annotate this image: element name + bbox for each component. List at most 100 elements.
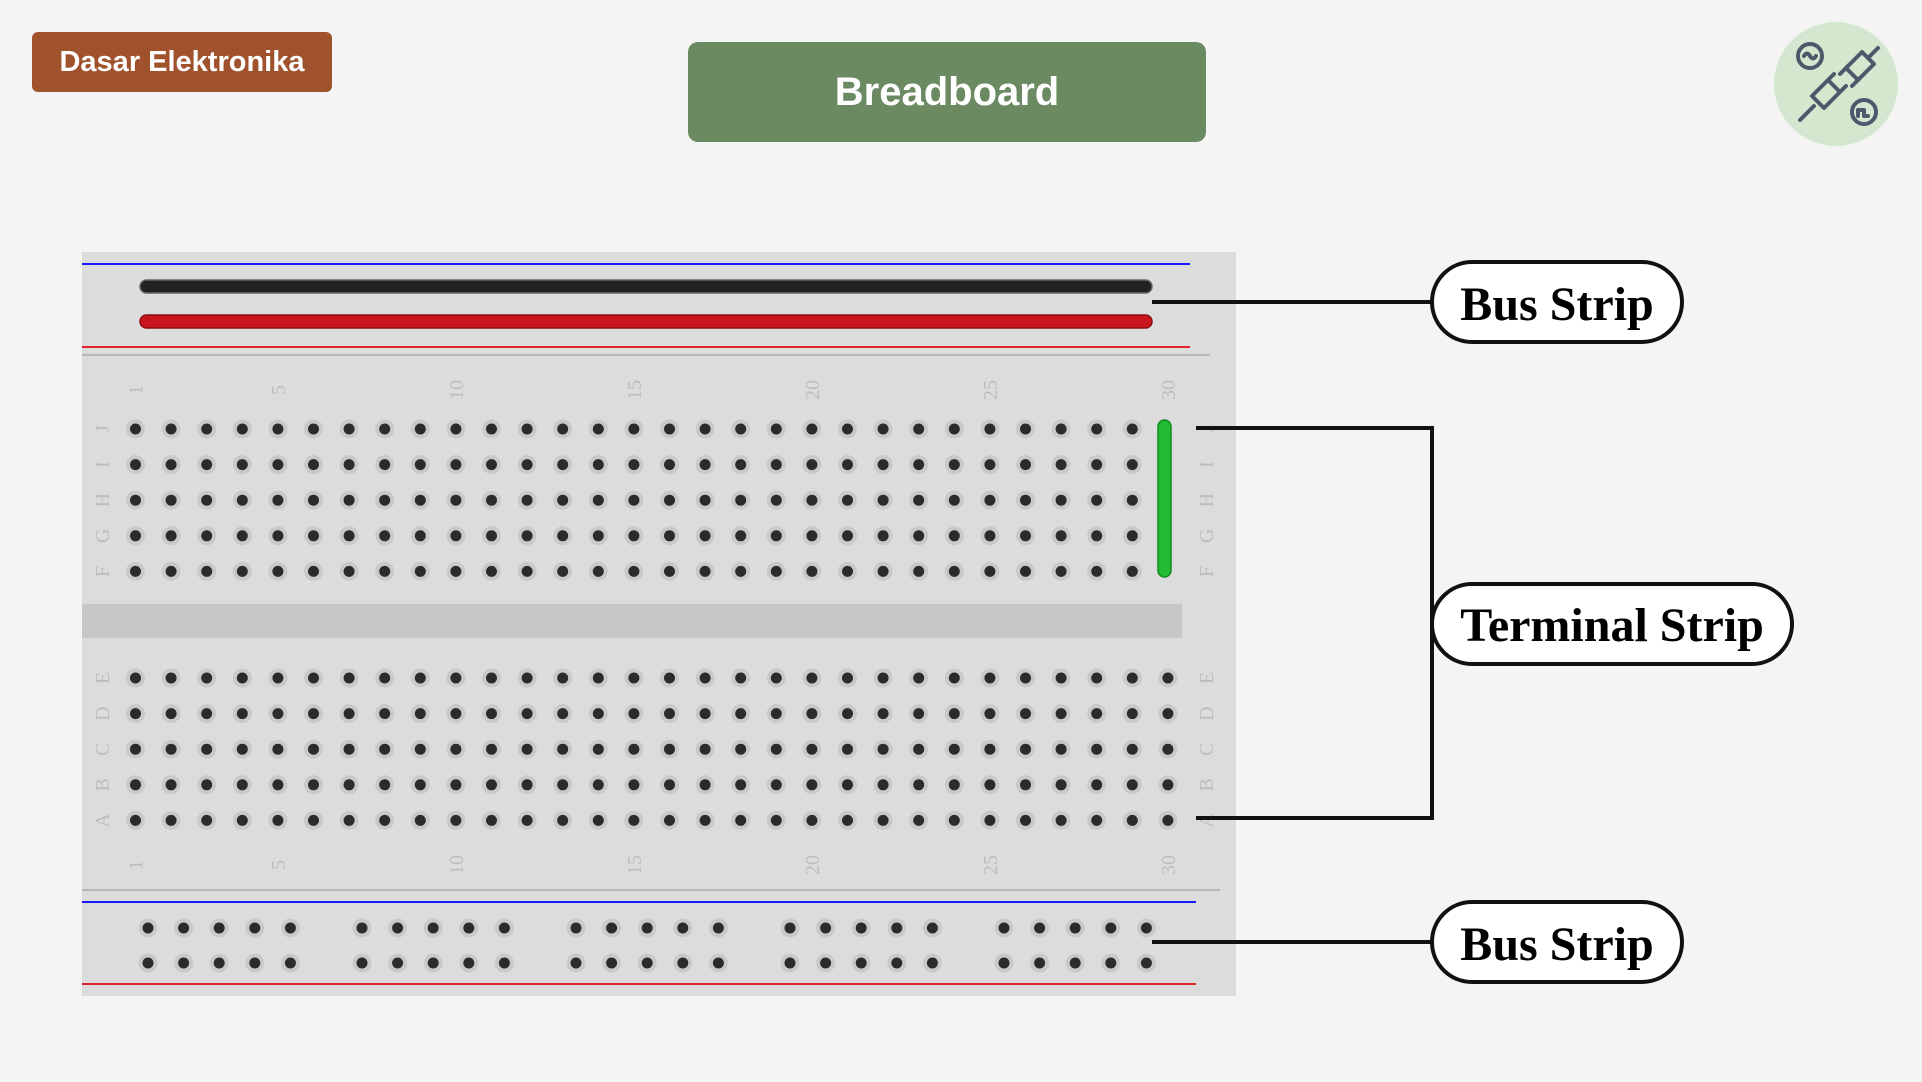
terminal-hole-F28 bbox=[1087, 561, 1107, 581]
terminal-hole-F14 bbox=[588, 561, 608, 581]
bus-hole bbox=[1065, 953, 1085, 973]
terminal-label-pill bbox=[1430, 582, 1794, 666]
terminal-hole-G15 bbox=[624, 526, 644, 546]
terminal-hole-E1 bbox=[126, 668, 145, 688]
terminal-hole-C16 bbox=[660, 739, 679, 759]
terminal-hole-D1 bbox=[126, 704, 145, 724]
terminal-hole-G28 bbox=[1087, 526, 1107, 546]
terminal-hole-A1 bbox=[126, 810, 145, 830]
terminal-hole-G11 bbox=[482, 526, 501, 546]
terminal-hole-I18 bbox=[731, 455, 751, 475]
terminal-hole-D3 bbox=[197, 704, 217, 724]
terminal-hole-A13 bbox=[553, 810, 573, 830]
column-30-highlight bbox=[1157, 419, 1172, 578]
terminal-hole-E23 bbox=[909, 668, 929, 688]
terminal-hole-I2 bbox=[161, 455, 181, 475]
bus-hole bbox=[708, 953, 728, 973]
terminal-hole-J19 bbox=[766, 419, 786, 439]
terminal-hole-H10 bbox=[446, 490, 466, 510]
terminal-hole-H7 bbox=[339, 490, 359, 510]
terminal-hole-B6 bbox=[304, 775, 323, 795]
bus-hole bbox=[994, 953, 1014, 973]
terminal-hole-J5 bbox=[268, 419, 288, 439]
terminal-hole-F3 bbox=[197, 561, 217, 581]
terminal-hole-H28 bbox=[1087, 490, 1107, 510]
bus-hole bbox=[423, 918, 443, 938]
terminal-hole-F16 bbox=[660, 561, 679, 581]
terminal-hole-F12 bbox=[517, 561, 537, 581]
terminal-hole-C22 bbox=[873, 739, 893, 759]
terminal-hole-C7 bbox=[339, 739, 359, 759]
terminal-hole-C6 bbox=[304, 739, 323, 759]
terminal-hole-F5 bbox=[268, 561, 288, 581]
terminal-hole-A29 bbox=[1122, 810, 1142, 830]
terminal-hole-E28 bbox=[1087, 668, 1107, 688]
terminal-hole-C29 bbox=[1122, 739, 1142, 759]
bus-hole bbox=[388, 953, 408, 973]
terminal-hole-G22 bbox=[873, 526, 893, 546]
terminal-hole-A14 bbox=[588, 810, 608, 830]
terminal-hole-A5 bbox=[268, 810, 288, 830]
terminal-hole-I3 bbox=[197, 455, 217, 475]
terminal-hole-G7 bbox=[339, 526, 359, 546]
terminal-hole-H11 bbox=[482, 490, 501, 510]
terminal-hole-F13 bbox=[553, 561, 573, 581]
terminal-hole-D12 bbox=[517, 704, 537, 724]
terminal-hole-D6 bbox=[304, 704, 323, 724]
terminal-hole-F29 bbox=[1122, 561, 1142, 581]
bus-hole bbox=[245, 953, 265, 973]
terminal-hole-E27 bbox=[1051, 668, 1071, 688]
terminal-hole-E8 bbox=[375, 668, 395, 688]
bus-hole bbox=[637, 918, 657, 938]
center-channel bbox=[82, 604, 1182, 638]
terminal-hole-H27 bbox=[1051, 490, 1071, 510]
terminal-hole-I13 bbox=[553, 455, 573, 475]
terminal-hole-A9 bbox=[410, 810, 430, 830]
terminal-hole-F7 bbox=[339, 561, 359, 581]
terminal-hole-B26 bbox=[1016, 775, 1035, 795]
terminal-hole-J1 bbox=[126, 419, 145, 439]
terminal-hole-I23 bbox=[909, 455, 929, 475]
terminal-hole-A8 bbox=[375, 810, 395, 830]
terminal-hole-A21 bbox=[838, 810, 857, 830]
bus-hole bbox=[673, 953, 693, 973]
terminal-hole-G4 bbox=[232, 526, 252, 546]
row-label-right: A bbox=[1196, 813, 1218, 828]
terminal-hole-G26 bbox=[1016, 526, 1035, 546]
terminal-hole-I29 bbox=[1122, 455, 1142, 475]
bus-hole bbox=[602, 953, 622, 973]
terminal-hole-A30 bbox=[1158, 810, 1178, 830]
terminal-hole-C13 bbox=[553, 739, 573, 759]
terminal-hole-I1 bbox=[126, 455, 145, 475]
terminal-hole-I9 bbox=[410, 455, 430, 475]
terminal-hole-J26 bbox=[1016, 419, 1035, 439]
terminal-hole-G3 bbox=[197, 526, 217, 546]
terminal-hole-F4 bbox=[232, 561, 252, 581]
column-number-bottom: 5 bbox=[268, 860, 290, 870]
bus-hole bbox=[138, 918, 158, 938]
terminal-hole-B23 bbox=[909, 775, 929, 795]
terminal-hole-F17 bbox=[695, 561, 715, 581]
terminal-hole-I4 bbox=[232, 455, 252, 475]
row-label-left: F bbox=[92, 566, 114, 577]
terminal-hole-J13 bbox=[553, 419, 573, 439]
terminal-hole-E24 bbox=[944, 668, 964, 688]
terminal-hole-J10 bbox=[446, 419, 466, 439]
terminal-hole-G1 bbox=[126, 526, 145, 546]
terminal-hole-E10 bbox=[446, 668, 466, 688]
terminal-hole-E4 bbox=[232, 668, 252, 688]
terminal-hole-I22 bbox=[873, 455, 893, 475]
terminal-hole-I8 bbox=[375, 455, 395, 475]
terminal-hole-G25 bbox=[980, 526, 1000, 546]
bus-hole bbox=[1065, 918, 1085, 938]
terminal-hole-D16 bbox=[660, 704, 679, 724]
terminal-hole-J29 bbox=[1122, 419, 1142, 439]
terminal-hole-B24 bbox=[944, 775, 964, 795]
terminal-hole-F6 bbox=[304, 561, 323, 581]
terminal-hole-A18 bbox=[731, 810, 751, 830]
terminal-hole-J17 bbox=[695, 419, 715, 439]
terminal-hole-G10 bbox=[446, 526, 466, 546]
terminal-hole-H12 bbox=[517, 490, 537, 510]
bus-hole bbox=[602, 918, 622, 938]
terminal-hole-D9 bbox=[410, 704, 430, 724]
